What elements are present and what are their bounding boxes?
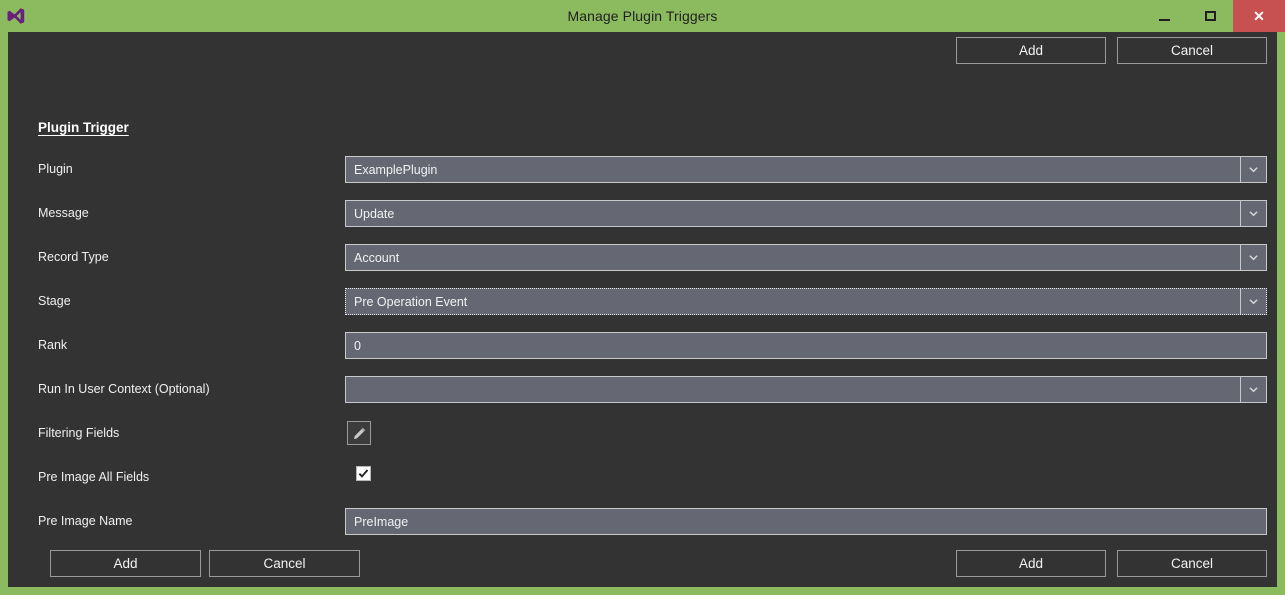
plugin-combobox-value: ExamplePlugin	[354, 162, 438, 177]
record-type-combobox-value: Account	[354, 250, 400, 265]
minimize-icon	[1158, 18, 1170, 21]
pencil-icon	[353, 427, 365, 439]
rank-input-value: 0	[354, 338, 361, 353]
bottom-right-action-bar: Add Cancel	[956, 550, 1267, 577]
run-in-user-context-combobox[interactable]	[345, 376, 1267, 403]
form-row-filtering-fields: Filtering Fields	[8, 420, 1277, 464]
minimize-button[interactable]	[1141, 0, 1187, 32]
bottom-right-add-button[interactable]: Add	[956, 550, 1106, 577]
label-stage: Stage	[38, 294, 71, 308]
maximize-icon	[1204, 11, 1216, 21]
pre-image-name-input[interactable]: PreImage	[345, 508, 1267, 535]
maximize-button[interactable]	[1187, 0, 1233, 32]
form-row-plugin: Plugin ExamplePlugin	[8, 156, 1277, 200]
message-combobox-value: Update	[354, 206, 395, 221]
bottom-left-add-button[interactable]: Add	[50, 550, 201, 577]
label-plugin: Plugin	[38, 162, 73, 176]
filtering-fields-edit-button[interactable]	[347, 421, 371, 445]
message-combobox[interactable]: Update	[345, 200, 1267, 227]
form-row-record-type: Record Type Account	[8, 244, 1277, 288]
top-action-bar: Add Cancel	[956, 37, 1267, 64]
form-row-pre-image-name: Pre Image Name PreImage	[8, 508, 1277, 552]
close-icon: ✕	[1253, 8, 1265, 24]
visual-studio-logo-icon	[0, 0, 32, 32]
check-icon	[358, 469, 369, 478]
form-row-stage: Stage Pre Operation Event	[8, 288, 1277, 332]
stage-combobox-value: Pre Operation Event	[354, 294, 468, 309]
close-button[interactable]: ✕	[1233, 0, 1285, 32]
rank-input[interactable]: 0	[345, 332, 1267, 359]
label-record-type: Record Type	[38, 250, 109, 264]
title-bar[interactable]: Manage Plugin Triggers ✕	[0, 0, 1285, 32]
plugin-combobox[interactable]: ExamplePlugin	[345, 156, 1267, 183]
form-row-message: Message Update	[8, 200, 1277, 244]
stage-combobox[interactable]: Pre Operation Event	[345, 288, 1267, 315]
page-title: Plugin Trigger	[38, 120, 129, 135]
window-title: Manage Plugin Triggers	[567, 8, 718, 24]
label-run-in-user-context: Run In User Context (Optional)	[38, 382, 210, 396]
window-controls: ✕	[1141, 0, 1285, 32]
label-filtering-fields: Filtering Fields	[38, 426, 120, 440]
form-row-pre-image-all-fields: Pre Image All Fields	[8, 464, 1277, 508]
label-message: Message	[38, 206, 89, 220]
label-pre-image-name: Pre Image Name	[38, 514, 133, 528]
chevron-down-icon[interactable]	[1240, 157, 1266, 182]
pre-image-all-fields-checkbox[interactable]	[356, 466, 371, 481]
label-rank: Rank	[38, 338, 68, 352]
label-pre-image-all-fields: Pre Image All Fields	[38, 470, 150, 484]
record-type-combobox[interactable]: Account	[345, 244, 1267, 271]
top-cancel-button[interactable]: Cancel	[1117, 37, 1267, 64]
top-add-button[interactable]: Add	[956, 37, 1106, 64]
chevron-down-icon[interactable]	[1240, 377, 1266, 402]
plugin-trigger-form: Plugin ExamplePlugin Message Update	[8, 156, 1277, 552]
chevron-down-icon[interactable]	[1240, 289, 1266, 314]
form-row-run-in-user-context: Run In User Context (Optional)	[8, 376, 1277, 420]
form-row-rank: Rank 0	[8, 332, 1277, 376]
dialog-client-area: Add Cancel Plugin Trigger Plugin Example…	[8, 32, 1277, 587]
chevron-down-icon[interactable]	[1240, 245, 1266, 270]
chevron-down-icon[interactable]	[1240, 201, 1266, 226]
bottom-right-cancel-button[interactable]: Cancel	[1117, 550, 1267, 577]
bottom-left-action-bar: Add Cancel	[50, 550, 360, 577]
bottom-left-cancel-button[interactable]: Cancel	[209, 550, 360, 577]
pre-image-name-input-value: PreImage	[354, 514, 409, 529]
